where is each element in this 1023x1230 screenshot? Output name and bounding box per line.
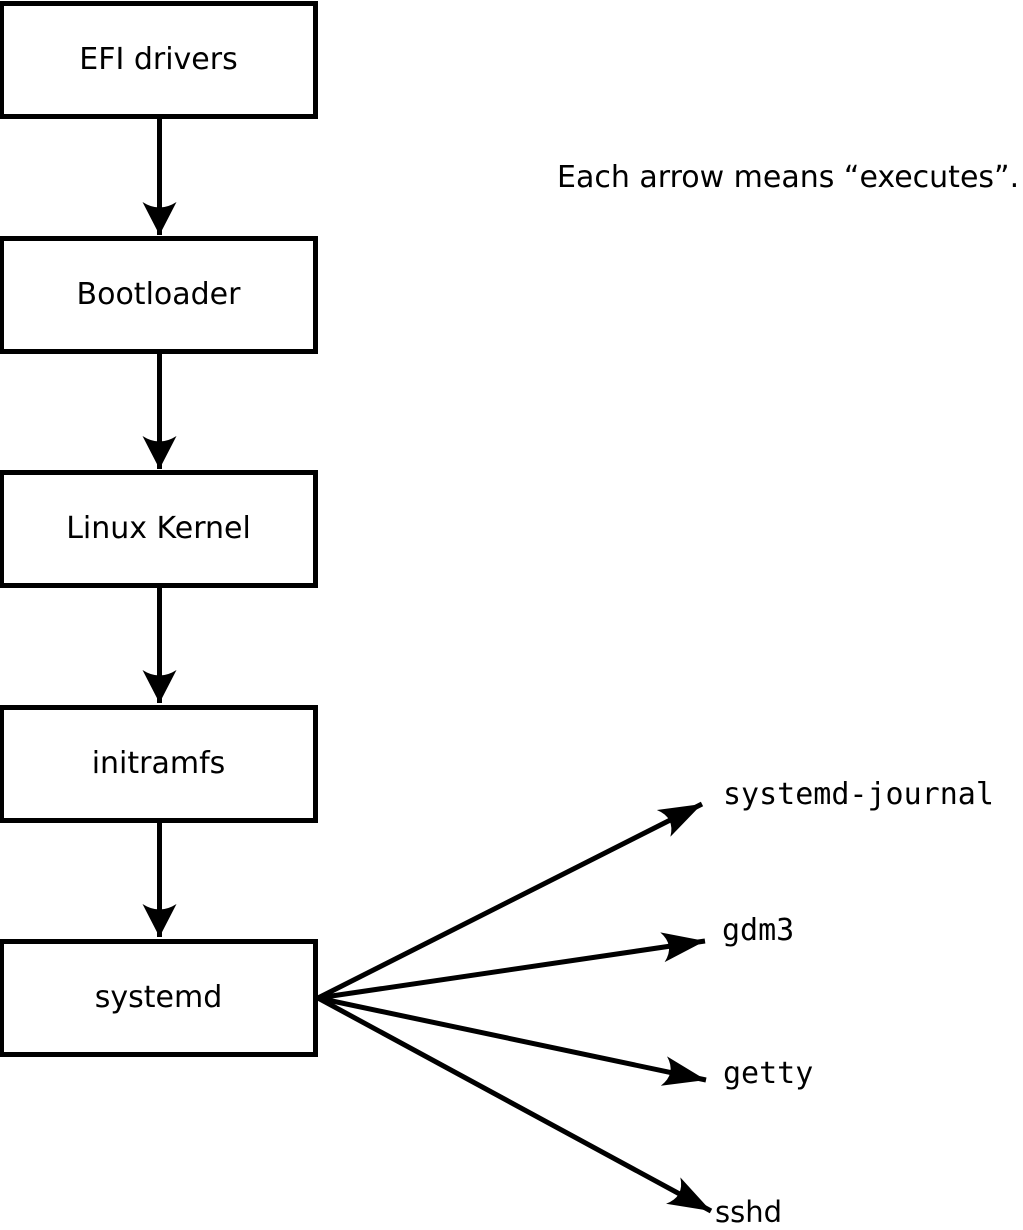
edge-systemd-to-journal	[316, 801, 704, 1001]
node-sshd: sshd	[715, 1195, 783, 1229]
node-bootloader: Bootloader	[0, 236, 318, 354]
node-gdm3: gdm3	[722, 913, 795, 948]
node-linux-kernel: Linux Kernel	[0, 470, 318, 588]
edge-systemd-to-getty	[317, 995, 707, 1086]
node-initramfs: initramfs	[0, 705, 318, 823]
legend-note: Each arrow means “executes”.	[557, 160, 1020, 195]
node-getty: getty	[723, 1056, 814, 1091]
node-label: Bootloader	[76, 277, 241, 312]
edge-systemd-to-gdm3	[317, 932, 706, 1001]
node-label: Linux Kernel	[66, 511, 251, 546]
node-systemd: systemd	[0, 939, 318, 1057]
node-label: EFI drivers	[79, 42, 238, 77]
node-systemd-journal: systemd-journal	[723, 777, 994, 812]
edge-systemd-to-sshd	[316, 995, 713, 1214]
node-label: systemd	[94, 980, 223, 1015]
node-efi-drivers: EFI drivers	[0, 1, 318, 119]
node-label: initramfs	[91, 746, 226, 781]
